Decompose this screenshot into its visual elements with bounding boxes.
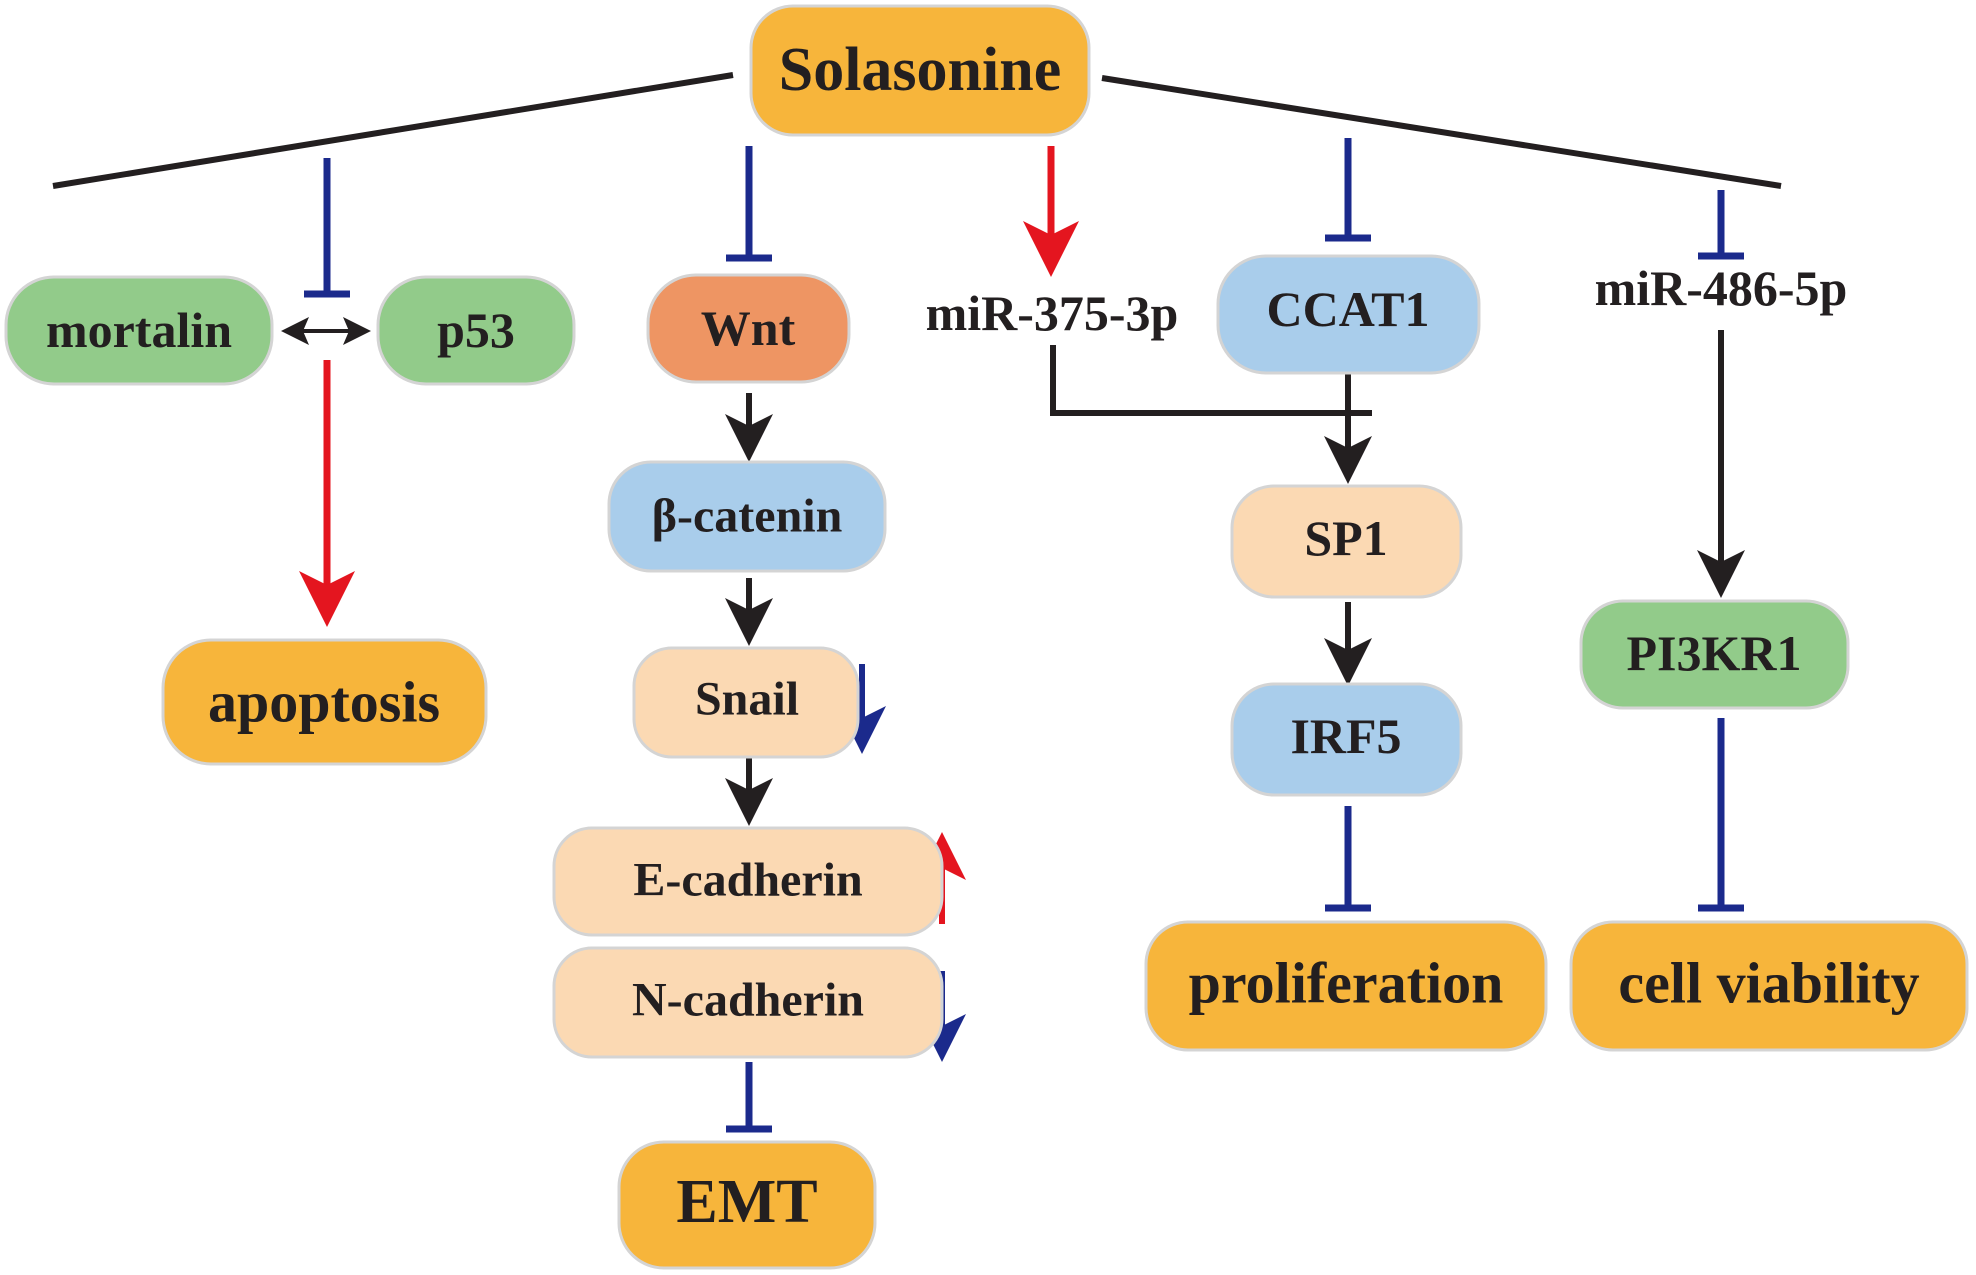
node-e-cadherin-label: E-cadherin <box>633 854 862 907</box>
root-branch-lines <box>52 72 1782 189</box>
node-wnt: Wnt <box>646 273 851 384</box>
node-irf5-label: IRF5 <box>1290 708 1401 764</box>
node-n-cadherin: N-cadherin <box>552 946 944 1059</box>
node-n-cadherin-label: N-cadherin <box>632 974 864 1027</box>
node-wnt-label: Wnt <box>701 300 796 356</box>
node-beta-catenin-label: β-catenin <box>652 490 843 543</box>
node-mortalin: mortalin <box>4 275 274 386</box>
node-sp1-label: SP1 <box>1304 510 1387 566</box>
node-apoptosis: apoptosis <box>161 638 488 766</box>
node-cell-viability-label: cell viability <box>1618 951 1919 1016</box>
node-emt-label: EMT <box>676 1168 817 1236</box>
node-proliferation-label: proliferation <box>1189 951 1504 1016</box>
mir375-bracket-edge <box>1050 345 1348 416</box>
branch-left-line <box>52 72 734 189</box>
node-irf5: IRF5 <box>1230 682 1463 797</box>
node-cell-viability: cell viability <box>1569 920 1969 1052</box>
node-p53: p53 <box>376 275 576 386</box>
node-emt: EMT <box>617 1140 877 1270</box>
node-sp1: SP1 <box>1230 484 1463 599</box>
node-p53-label: p53 <box>437 302 515 358</box>
node-snail-label: Snail <box>695 673 799 726</box>
node-beta-catenin: β-catenin <box>607 460 887 573</box>
node-snail: Snail <box>632 646 860 759</box>
label-mir486: miR-486-5p <box>1595 260 1848 316</box>
edges <box>281 138 1745 1133</box>
node-e-cadherin: E-cadherin <box>552 826 944 937</box>
node-solasonine-label: Solasonine <box>779 36 1062 104</box>
node-solasonine: Solasonine <box>749 4 1091 137</box>
node-pi3kr1-label: PI3KR1 <box>1627 625 1802 681</box>
node-proliferation: proliferation <box>1144 920 1548 1052</box>
branch-right-line <box>1101 75 1782 189</box>
label-mir375: miR-375-3p <box>926 285 1179 341</box>
node-mortalin-label: mortalin <box>46 302 232 358</box>
node-ccat1: CCAT1 <box>1216 254 1481 375</box>
node-pi3kr1: PI3KR1 <box>1579 599 1850 710</box>
node-ccat1-label: CCAT1 <box>1267 281 1430 337</box>
node-apoptosis-label: apoptosis <box>208 670 440 735</box>
